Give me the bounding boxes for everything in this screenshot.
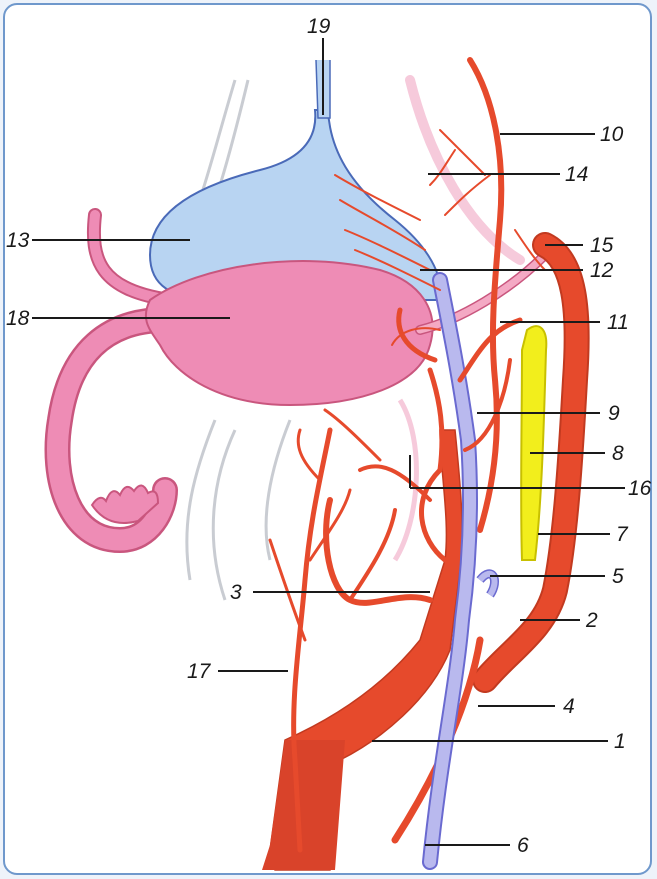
label-5: 5 (612, 565, 624, 588)
label-6: 6 (517, 834, 529, 857)
pink-bladder (146, 261, 433, 405)
label-15: 15 (590, 234, 614, 257)
label-18: 18 (6, 307, 30, 330)
label-19: 19 (307, 15, 331, 38)
label-10: 10 (600, 123, 624, 146)
label-14: 14 (565, 163, 588, 186)
label-12: 12 (590, 259, 614, 282)
label-17: 17 (187, 660, 212, 683)
yellow-structure (521, 326, 546, 560)
label-7: 7 (616, 523, 629, 546)
label-16: 16 (628, 477, 652, 500)
label-11: 11 (607, 311, 629, 334)
uterine-tube-loop (58, 320, 166, 540)
label-3: 3 (230, 581, 242, 604)
label-2: 2 (585, 609, 598, 632)
label-9: 9 (608, 402, 620, 425)
vein (430, 280, 495, 862)
label-8: 8 (612, 442, 624, 465)
label-1: 1 (614, 730, 626, 753)
label-13: 13 (6, 229, 30, 252)
label-4: 4 (563, 695, 575, 718)
